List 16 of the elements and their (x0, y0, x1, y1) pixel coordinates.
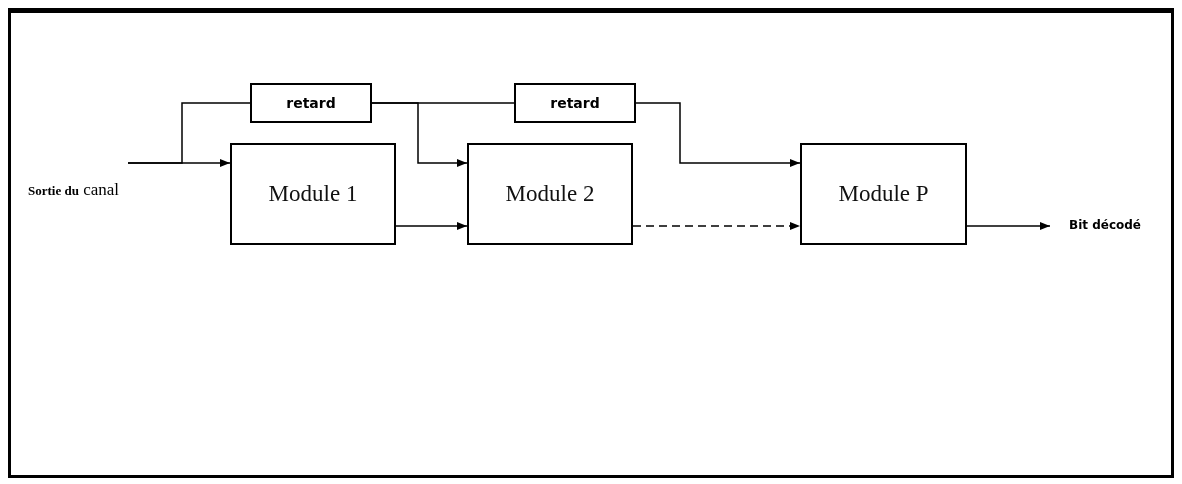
module-box (800, 143, 967, 245)
module-box (467, 143, 633, 245)
arrow (635, 102, 801, 167)
arrow (395, 222, 468, 230)
node-text: retard (550, 93, 600, 113)
delay-box (514, 83, 636, 123)
node-text: Module P (838, 179, 929, 208)
module-box (230, 143, 396, 245)
node-text: Sortie du canal (28, 178, 120, 201)
arrow (966, 222, 1051, 230)
arrow (632, 222, 801, 230)
node-text: Module 1 (268, 179, 358, 208)
node-text: Module 2 (505, 179, 595, 208)
node-text: retard (286, 93, 336, 113)
delay-box (250, 83, 372, 123)
node-text: Bit décodé (1069, 217, 1141, 234)
